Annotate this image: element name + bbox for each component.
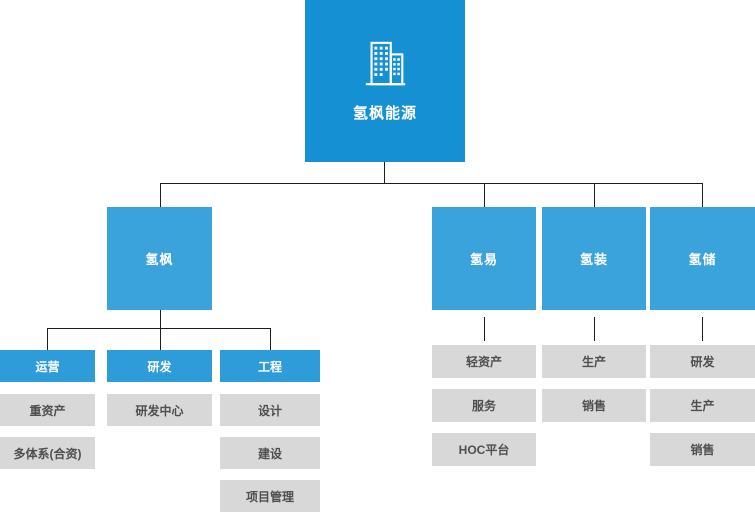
- item-box: 项目管理: [220, 480, 320, 512]
- connector-drop-qingchu: [702, 183, 703, 207]
- division-node-qingyi: 氢易: [432, 207, 536, 310]
- item-label: 轻资产: [465, 355, 502, 369]
- item-box: 轻资产: [432, 345, 536, 378]
- item-label: 生产: [690, 399, 715, 413]
- item-box: 销售: [542, 389, 646, 422]
- subgroup-header-3: 工程: [220, 350, 320, 382]
- connector-qingyi-items: [484, 317, 485, 341]
- subgroup-label: 运营: [35, 359, 60, 374]
- connector-drop-subgroup-2: [160, 328, 161, 350]
- item-label: 研发中心: [135, 403, 184, 418]
- item-box: 建设: [220, 437, 320, 469]
- division-label: 氢储: [688, 252, 717, 267]
- division-label: 氢装: [579, 252, 608, 267]
- item-box: 多体系(合资): [0, 437, 95, 469]
- connector-level2-bus: [160, 183, 703, 184]
- item-label: 重资产: [29, 403, 66, 418]
- item-box: 研发: [650, 345, 755, 378]
- subgroup-label: 工程: [257, 359, 282, 374]
- item-box: 研发中心: [107, 394, 212, 426]
- division-label: 氢易: [469, 252, 498, 267]
- item-label: 多体系(合资): [13, 446, 82, 461]
- item-label: 销售: [581, 399, 606, 413]
- item-label: 生产: [581, 355, 606, 369]
- item-box: 设计: [220, 394, 320, 426]
- connector-subgroup-bus: [47, 328, 271, 329]
- item-box: HOC平台: [432, 433, 536, 466]
- connector-drop-subgroup-3: [270, 328, 271, 350]
- item-box: 重资产: [0, 394, 95, 426]
- division-node-qingzhuang: 氢装: [542, 207, 646, 310]
- division-node-qingfeng: 氢枫: [107, 207, 212, 310]
- item-box: 服务: [432, 389, 536, 422]
- subgroup-header-1: 运营: [0, 350, 95, 382]
- item-label: 服务: [471, 399, 496, 413]
- connector-root-stem: [384, 162, 385, 183]
- item-label: 建设: [257, 446, 282, 461]
- item-label: 研发: [690, 355, 715, 369]
- item-label: 销售: [690, 443, 715, 457]
- subgroup-label: 研发: [147, 359, 172, 374]
- item-label: 项目管理: [245, 489, 294, 504]
- connector-qingfeng-stem: [160, 310, 161, 328]
- building-icon: [365, 41, 406, 86]
- connector-drop-qingyi: [484, 183, 485, 207]
- division-node-qingchu: 氢储: [650, 207, 755, 310]
- connector-qingchu-items: [702, 317, 703, 341]
- root-label: 氢枫能源: [352, 105, 417, 122]
- item-box: 生产: [542, 345, 646, 378]
- item-box: 销售: [650, 433, 755, 466]
- subgroup-header-2: 研发: [107, 350, 212, 382]
- connector-qingzhuang-items: [594, 317, 595, 341]
- item-box: 生产: [650, 389, 755, 422]
- connector-drop-qingzhuang: [594, 183, 595, 207]
- root-node: 氢枫能源: [305, 0, 465, 162]
- division-label: 氢枫: [145, 252, 174, 267]
- item-label: 设计: [257, 403, 282, 418]
- item-label: HOC平台: [458, 443, 510, 457]
- connector-drop-qingfeng: [160, 183, 161, 207]
- connector-drop-subgroup-1: [47, 328, 48, 350]
